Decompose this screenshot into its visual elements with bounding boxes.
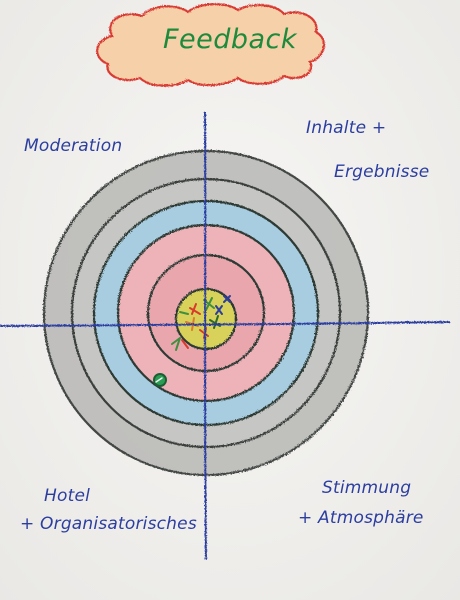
quadrant-label-hotel-line2: + Organisatorisches [20, 514, 197, 534]
quadrant-label-mood-line2: + Atmosphäre [298, 508, 424, 528]
horizontal-axis [0, 321, 451, 327]
quadrant-label-content-line2: Ergebnisse [334, 162, 430, 182]
quadrant-label-mood-line1: Stimmung [322, 478, 412, 498]
quadrant-label-moderation: Moderation [24, 136, 123, 156]
quadrant-label-content-line1: Inhalte + [306, 118, 387, 138]
page-title: Feedback [162, 24, 298, 55]
quadrant-label-hotel-line1: Hotel [44, 486, 91, 506]
quadrant-axes [0, 111, 451, 561]
vertical-axis [204, 111, 207, 561]
title-cloud [96, 3, 326, 87]
